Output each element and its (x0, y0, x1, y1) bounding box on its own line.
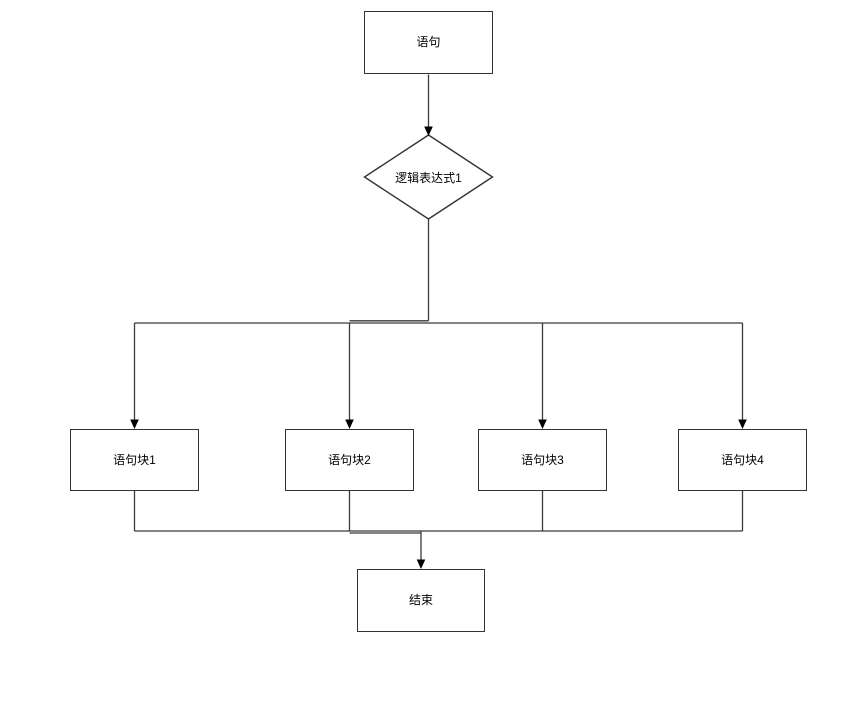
node-block2-label: 语句块2 (328, 452, 371, 467)
node-end: 结束 (357, 569, 485, 632)
arrowhead-into-end (416, 559, 426, 569)
node-block4: 语句块4 (678, 429, 807, 491)
node-block2: 语句块2 (285, 429, 414, 491)
arrowhead-into-decision (424, 126, 433, 136)
node-block4-label: 语句块4 (721, 452, 764, 467)
node-start: 语句 (364, 11, 493, 74)
node-block3: 语句块3 (478, 429, 607, 491)
decision-diamond-shape (363, 134, 494, 220)
node-end-label: 结束 (408, 593, 433, 608)
node-block1-label: 语句块1 (113, 452, 156, 467)
arrowhead-into-block3 (538, 419, 547, 429)
arrowheads (130, 126, 747, 569)
node-start-label: 语句 (416, 35, 441, 50)
connector-lines (133, 74, 744, 560)
arrowhead-into-block1 (130, 419, 139, 429)
node-block1: 语句块1 (70, 429, 199, 491)
arrowhead-into-block2 (345, 419, 354, 429)
node-block3-label: 语句块3 (521, 452, 564, 467)
arrowhead-into-block4 (738, 419, 747, 429)
